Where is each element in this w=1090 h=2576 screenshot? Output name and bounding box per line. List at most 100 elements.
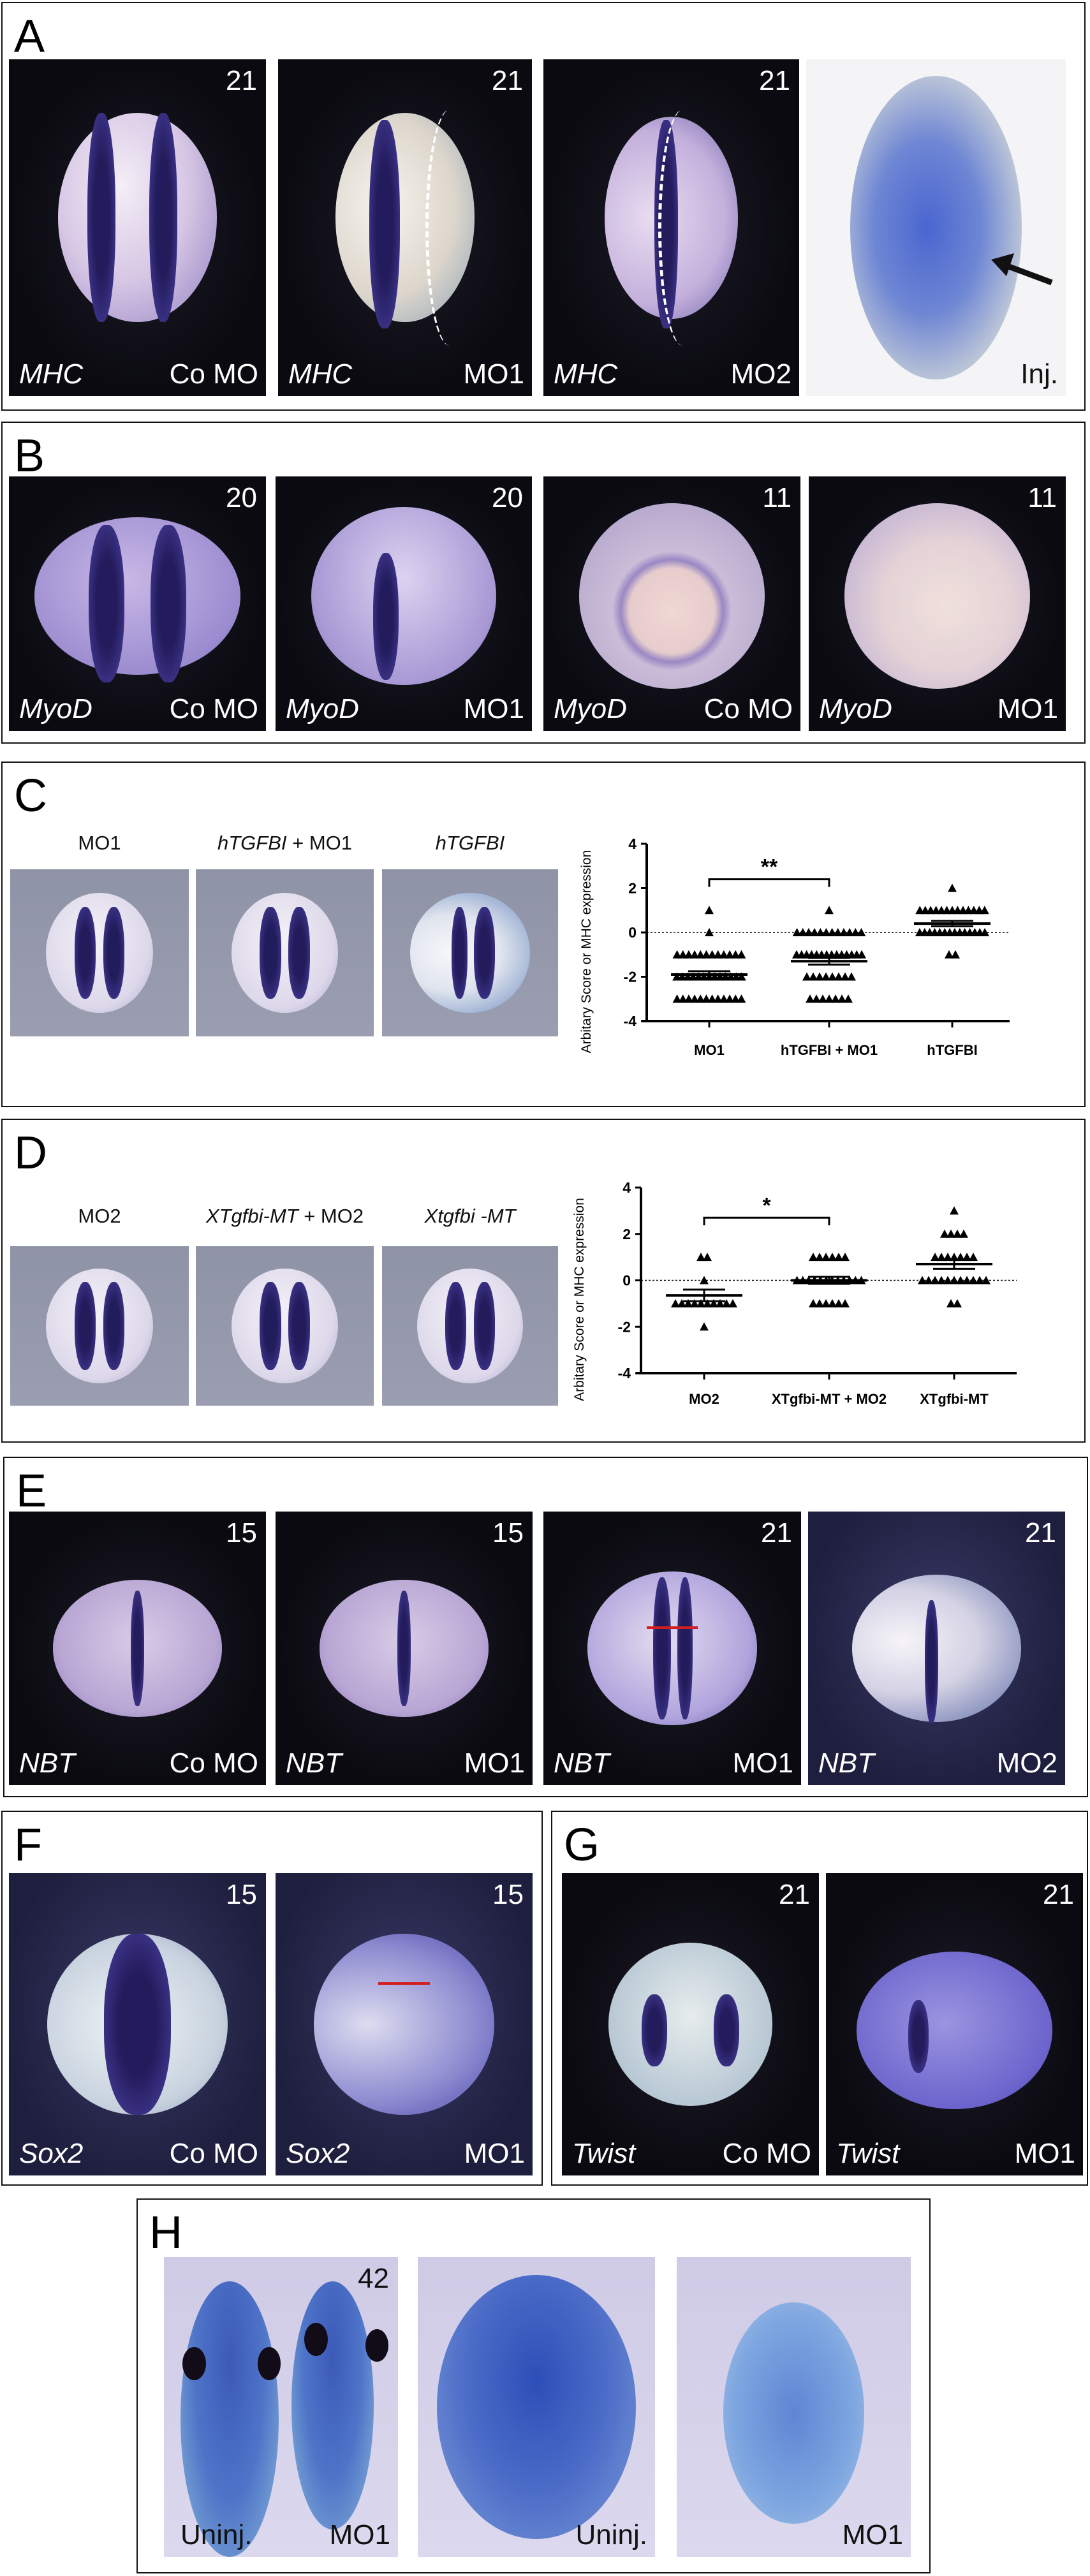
embryo xyxy=(723,2302,864,2524)
stage-number: 15 xyxy=(492,1879,524,1910)
y-tick-label: 2 xyxy=(622,1226,631,1242)
data-point-triangle xyxy=(918,1276,927,1284)
panel-letter: F xyxy=(14,1820,42,1871)
condition-label: Uninj. xyxy=(575,2519,648,2550)
gene-label: Twist xyxy=(836,2138,900,2169)
embryo xyxy=(608,1943,773,2106)
data-point-triangle xyxy=(980,906,989,915)
panel-letter: A xyxy=(14,11,45,62)
stain-stripe xyxy=(260,1282,281,1370)
data-point-triangle xyxy=(827,928,837,936)
condition-label: MO1 xyxy=(464,1748,525,1779)
data-point-triangle xyxy=(844,994,853,1003)
data-point-triangle xyxy=(818,994,827,1003)
embryo xyxy=(57,113,217,322)
eye xyxy=(182,2347,207,2380)
data-point-triangle xyxy=(716,1299,725,1307)
data-point-triangle xyxy=(946,1229,955,1238)
stage-number: 15 xyxy=(226,1517,257,1549)
condition-label: MO1 xyxy=(842,2519,903,2550)
data-point-triangle xyxy=(690,1299,699,1307)
condition-label: Co MO xyxy=(722,2138,811,2169)
data-point-triangle xyxy=(713,950,723,959)
title-italic: hTGFBI xyxy=(217,832,287,854)
panel-g xyxy=(551,1811,1088,2186)
embryo-image xyxy=(10,869,189,1036)
stage-number: 42 xyxy=(358,2263,389,2294)
stage-number: 20 xyxy=(226,482,257,513)
panel-letter: E xyxy=(16,1466,47,1517)
data-point-triangle xyxy=(812,994,821,1003)
data-point-triangle xyxy=(713,994,723,1003)
data-point-triangle xyxy=(828,1253,837,1262)
panel-d xyxy=(1,1119,1086,1443)
panel-e xyxy=(3,1457,1088,1797)
condition-label: Inj. xyxy=(1020,358,1058,390)
condition-label: Co MO xyxy=(169,693,258,725)
stain-stripe xyxy=(104,1933,171,2116)
eye xyxy=(304,2323,328,2357)
stain-stripe xyxy=(452,906,468,999)
data-point-triangle xyxy=(728,1299,737,1307)
condition-label: MO1 xyxy=(329,2519,390,2550)
data-point-triangle xyxy=(924,1276,933,1284)
data-point-triangle xyxy=(816,928,825,936)
data-point-triangle xyxy=(953,1299,962,1307)
data-point-triangle xyxy=(798,928,807,936)
data-point-triangle xyxy=(950,1206,959,1215)
data-point-triangle xyxy=(931,1276,939,1284)
data-point-triangle xyxy=(980,928,990,936)
gene-label: Sox2 xyxy=(19,2138,84,2169)
stain-stripe xyxy=(908,2000,929,2073)
stage-number: 21 xyxy=(779,1879,810,1910)
stain-stripe xyxy=(260,906,281,999)
embryo xyxy=(46,892,153,1013)
gene-label: MyoD xyxy=(19,693,92,725)
data-point-triangle xyxy=(946,1299,955,1307)
data-point-triangle xyxy=(956,1276,965,1284)
data-point-triangle xyxy=(696,1253,705,1262)
panel-c xyxy=(1,762,1086,1107)
embryo xyxy=(850,76,1022,379)
data-point-triangle xyxy=(943,1276,952,1284)
stain-stripe xyxy=(641,1994,668,2067)
condition-label: MO1 xyxy=(732,1748,793,1779)
data-point-triangle xyxy=(857,928,866,936)
gene-label: NBT xyxy=(19,1748,75,1779)
injection-boundary-line xyxy=(425,110,475,346)
data-point-triangle xyxy=(825,994,834,1003)
condition-label: MO2 xyxy=(730,358,792,390)
embryo xyxy=(410,892,530,1013)
data-point-triangle xyxy=(948,883,957,892)
data-point-triangle xyxy=(703,1253,712,1262)
panel-h xyxy=(136,2198,931,2573)
embryo xyxy=(311,506,496,686)
stage-number: 21 xyxy=(492,65,523,96)
data-point-triangle xyxy=(792,928,802,936)
data-point-triangle xyxy=(975,1276,984,1284)
data-point-triangle xyxy=(707,994,717,1003)
stage-number: 15 xyxy=(492,1517,524,1549)
data-point-triangle xyxy=(737,950,746,959)
gene-label: MHC xyxy=(554,358,618,390)
embryo-image: Uninj. xyxy=(418,2257,655,2557)
panel-letter: H xyxy=(149,2207,182,2258)
gene-label: MHC xyxy=(288,358,353,390)
data-point-triangle xyxy=(841,1299,850,1307)
injection-boundary-line xyxy=(658,110,707,346)
embryo xyxy=(291,2281,374,2529)
embryo xyxy=(587,1571,758,1725)
condition-label: Co MO xyxy=(703,693,793,725)
data-point-triangle xyxy=(684,950,693,959)
data-point-triangle xyxy=(722,1299,731,1307)
stage-number: 21 xyxy=(761,1517,792,1549)
image-title: Xtgfbi -MT xyxy=(425,1205,516,1228)
data-point-triangle xyxy=(951,950,960,959)
stain-stripe xyxy=(677,1577,693,1720)
embryo xyxy=(844,503,1030,689)
embryo-image xyxy=(196,1246,374,1406)
